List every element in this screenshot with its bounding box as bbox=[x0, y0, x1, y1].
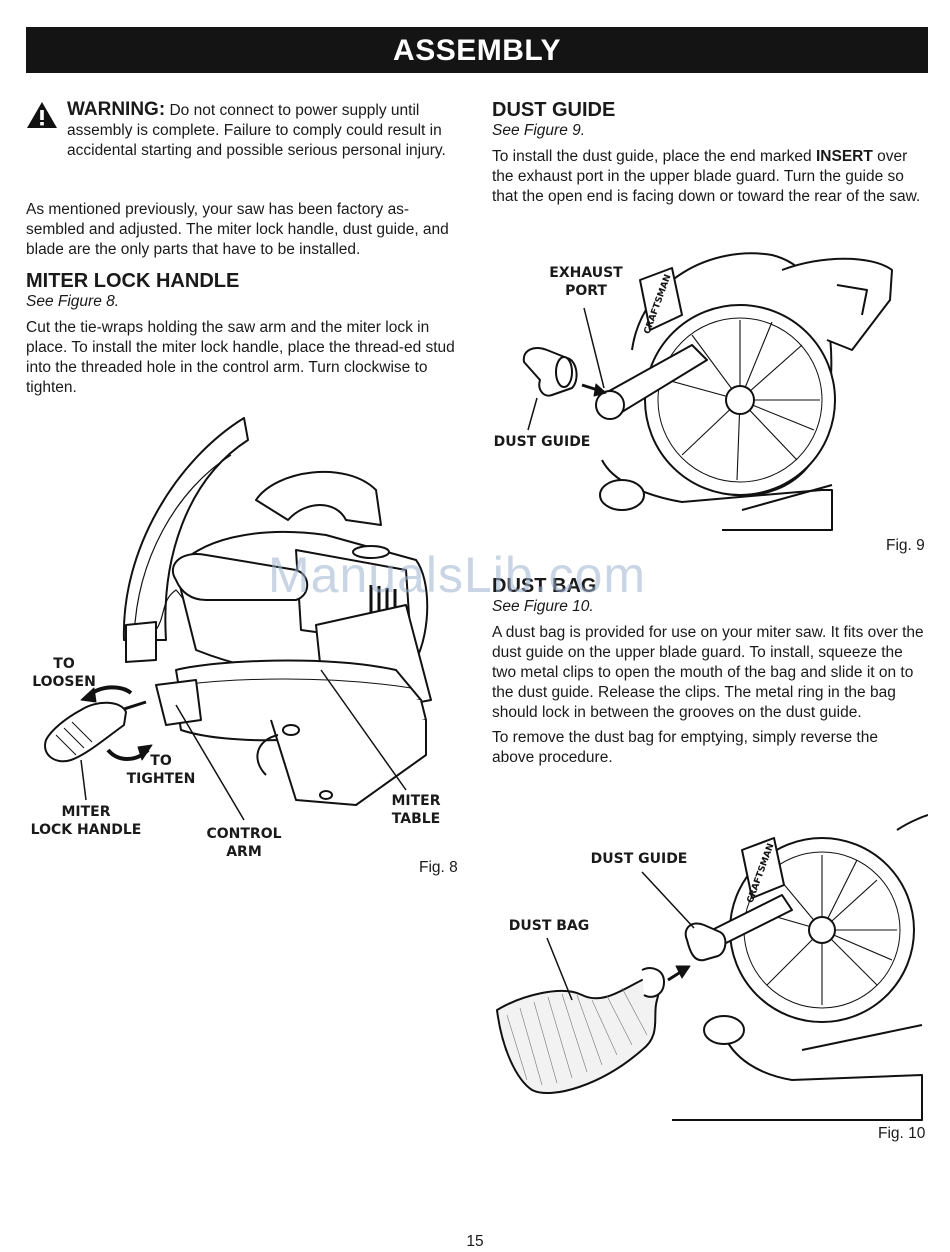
label-dust-bag: DUST BAG bbox=[509, 918, 590, 934]
label-loosen: LOOSEN bbox=[32, 674, 96, 690]
figure-10-dust-bag: CRAFTSMAN DUST GUIDE bbox=[492, 800, 928, 1122]
dust-guide-see-figure: See Figure 9. bbox=[492, 122, 586, 139]
intro-paragraph: As mentioned previously, your saw has be… bbox=[26, 201, 449, 258]
dust-guide-body: To install the dust guide, place the end… bbox=[492, 148, 921, 205]
label-miter-table-1: MITER bbox=[391, 793, 440, 809]
label-control: CONTROL bbox=[206, 826, 281, 842]
miter-lock-see-figure: See Figure 8. bbox=[26, 293, 120, 310]
page-title: ASSEMBLY bbox=[26, 27, 928, 73]
miter-lock-body: Cut the tie-wraps holding the saw arm an… bbox=[26, 319, 455, 396]
label-miter-lock-1: MITER bbox=[61, 804, 110, 820]
warning-text: Do not connect to power supply until ass… bbox=[67, 102, 446, 159]
warning-triangle-icon bbox=[27, 102, 57, 128]
dust-bag-see-figure: See Figure 10. bbox=[492, 598, 594, 615]
figure-9-caption: Fig. 9 bbox=[886, 537, 925, 554]
label-tighten: TIGHTEN bbox=[127, 771, 196, 787]
dust-bag-body-2: To remove the dust bag for emptying, sim… bbox=[492, 729, 878, 766]
page-number: 15 bbox=[466, 1233, 484, 1250]
label-arm: ARM bbox=[226, 844, 262, 860]
label-port: PORT bbox=[565, 283, 607, 299]
dust-guide-heading: DUST GUIDE bbox=[492, 99, 616, 121]
figure-10-caption: Fig. 10 bbox=[878, 1125, 926, 1142]
label-to-loosen-to: TO bbox=[53, 656, 75, 672]
miter-lock-heading: MITER LOCK HANDLE bbox=[26, 270, 240, 292]
label-to-tighten-to: TO bbox=[150, 753, 172, 769]
figure-8-miter-saw: TO LOOSEN TO TIGHTEN MITER LOCK HANDLE C… bbox=[26, 400, 466, 870]
label-table: TABLE bbox=[392, 811, 440, 827]
label-dust-guide: DUST GUIDE bbox=[494, 434, 591, 450]
label-lock-handle: LOCK HANDLE bbox=[31, 822, 142, 838]
label-exhaust: EXHAUST bbox=[549, 265, 623, 281]
watermark: ManualsLib.com bbox=[268, 547, 647, 603]
dust-bag-heading: DUST BAG bbox=[492, 575, 597, 597]
warning-label: WARNING: bbox=[67, 99, 166, 120]
label-dust-guide-fig10: DUST GUIDE bbox=[591, 851, 688, 867]
dust-bag-body: A dust bag is provided for use on your m… bbox=[492, 624, 924, 721]
figure-8-caption: Fig. 8 bbox=[419, 859, 458, 876]
figure-9-dust-guide: CRAFTSMAN EXHAUST PORT DUST GUIDE bbox=[492, 240, 928, 532]
